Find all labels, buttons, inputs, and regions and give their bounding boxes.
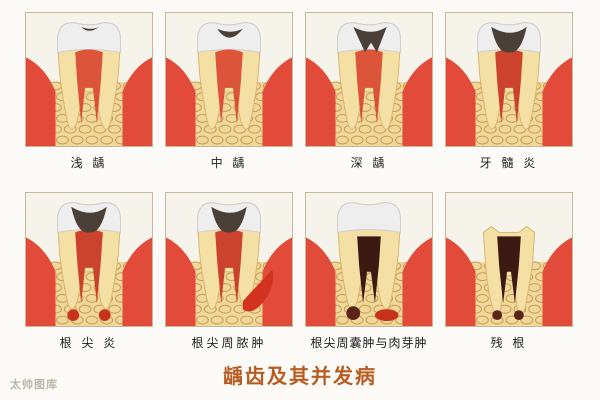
panel-shallow-caries <box>25 12 153 147</box>
caption-pulpitis: 牙 髓 炎 <box>479 156 539 170</box>
panel-apical-periodontitis <box>25 192 153 327</box>
caption-medium-caries: 中 龋 <box>210 156 248 170</box>
watermark: 太帅图库 <box>10 378 58 391</box>
caption-shallow-caries: 浅 龋 <box>70 156 108 170</box>
panel-deep-caries <box>305 12 433 147</box>
tooth-illustration <box>446 225 572 326</box>
caption-periapical-abscess: 根尖周脓肿 <box>191 336 267 350</box>
caption-residual-root: 残 根 <box>490 336 528 350</box>
tooth-illustration <box>446 22 572 146</box>
tooth-illustration <box>26 22 152 146</box>
tooth-illustration <box>166 22 292 146</box>
panel-medium-caries <box>165 12 293 147</box>
caption-apical-periodontitis: 根 尖 炎 <box>59 336 119 350</box>
panel-periapical-cyst-granuloma <box>305 192 433 327</box>
page-title: 龋齿及其并发病 <box>223 364 377 388</box>
caption-deep-caries: 深 龋 <box>350 156 388 170</box>
tooth-illustration <box>306 22 432 146</box>
caption-periapical-cyst-granuloma: 根尖周囊肿与肉芽肿 <box>310 336 428 350</box>
tooth-illustration <box>26 202 152 326</box>
tooth-illustration <box>166 202 292 326</box>
tooth-illustration <box>306 202 432 326</box>
panel-residual-root <box>445 192 573 327</box>
panel-pulpitis <box>445 12 573 147</box>
panel-periapical-abscess <box>165 192 293 327</box>
